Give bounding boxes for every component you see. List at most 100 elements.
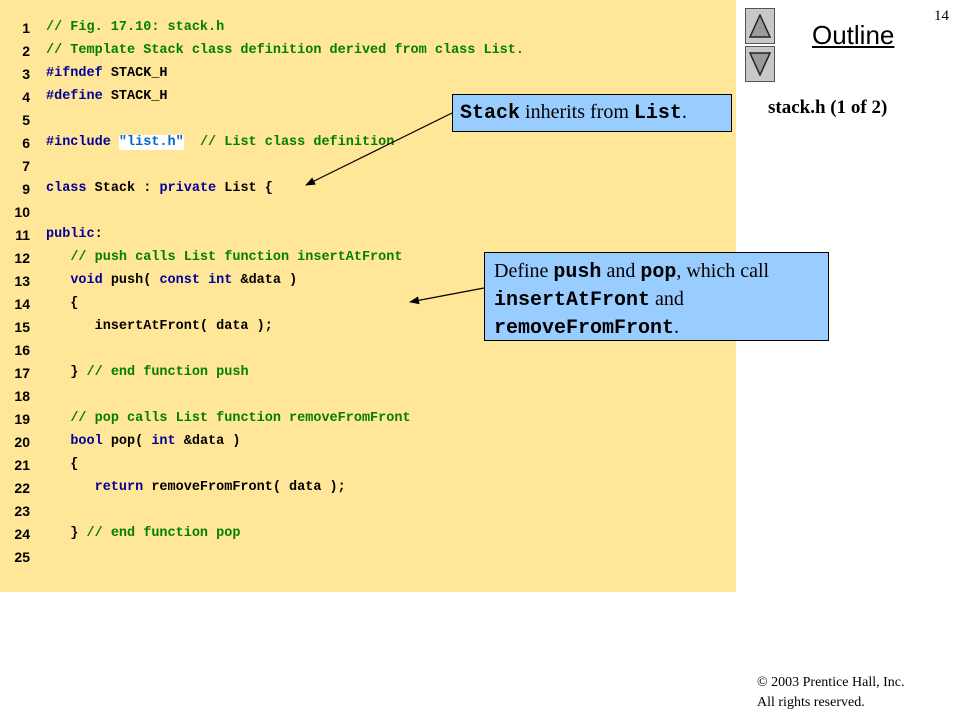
code-token: // Fig. 17.10: stack.h (46, 20, 225, 35)
copyright-notice: © 2003 Prentice Hall, Inc. All rights re… (757, 673, 905, 713)
code-token: pop( (102, 434, 152, 449)
line-number: 7 (22, 158, 30, 174)
line-number: 25 (14, 549, 30, 565)
code-text: #ifndef STACK_H (46, 64, 168, 84)
code-token: { (46, 296, 79, 311)
line-number: 13 (14, 273, 30, 289)
code-token: #define (46, 89, 103, 104)
code-token: "list.h" (118, 135, 184, 150)
code-text: bool pop( int &data ) (46, 432, 240, 452)
callout-code: Stack (460, 102, 521, 125)
slide-number: 14 (934, 8, 949, 24)
code-token: // Template Stack class definition deriv… (46, 43, 524, 58)
line-number: 18 (14, 388, 30, 404)
copyright-line: © 2003 Prentice Hall, Inc. (757, 675, 905, 690)
copyright-line: All rights reserved. (757, 695, 865, 710)
callout-code: insertAtFront (494, 289, 651, 312)
line-number: 11 (15, 227, 30, 243)
code-token: // push calls List function insertAtFron… (70, 250, 403, 265)
callout-text: and (650, 288, 684, 310)
line-number: 24 (14, 526, 30, 542)
code-token: &data ) (232, 273, 298, 288)
code-text: { (46, 294, 78, 314)
code-token: // List class definition (199, 135, 395, 150)
callout-code: push (553, 261, 602, 284)
line-number: 17 (14, 365, 30, 381)
callout-text: . (681, 101, 687, 123)
code-token: : (94, 227, 103, 242)
line-number: 12 (14, 250, 30, 266)
code-token: int (151, 434, 176, 449)
code-token: { (46, 457, 79, 472)
arrow-define-push-pop (409, 287, 485, 305)
callout-code: List (633, 102, 682, 125)
code-token: // end function pop (86, 526, 241, 541)
line-number: 19 (14, 411, 30, 427)
code-token: // end function push (86, 365, 249, 380)
line-number: 9 (22, 181, 30, 197)
file-label: stack.h (1 of 2) (768, 97, 888, 118)
code-token: insertAtFront( data ); (46, 319, 273, 334)
code-text: // Template Stack class definition deriv… (46, 41, 524, 61)
callout-text: and (601, 260, 641, 282)
code-token: #ifndef (46, 66, 103, 81)
code-text: void push( const int &data ) (46, 271, 297, 291)
callout-text: Define (494, 260, 554, 282)
code-text: insertAtFront( data ); (46, 317, 273, 337)
line-number: 5 (22, 112, 30, 128)
code-token: STACK_H (102, 89, 168, 104)
line-number: 3 (22, 66, 30, 82)
code-token: List { (216, 181, 273, 196)
code-token: return (94, 480, 144, 495)
callout-code: pop (640, 261, 677, 284)
code-text: // Fig. 17.10: stack.h (46, 18, 224, 38)
line-number: 15 (14, 319, 30, 335)
code-text: return removeFromFront( data ); (46, 478, 346, 498)
code-token: int (208, 273, 233, 288)
code-token: const (159, 273, 200, 288)
code-text: // pop calls List function removeFromFro… (46, 409, 411, 429)
line-number: 16 (14, 342, 30, 358)
code-text: { (46, 455, 78, 475)
code-token: #include (46, 135, 111, 150)
code-text: class Stack : private List { (46, 179, 273, 199)
line-number: 23 (14, 503, 30, 519)
code-token: class (46, 181, 87, 196)
callout-text: . (674, 316, 680, 338)
code-token: void (70, 273, 103, 288)
line-number: 22 (14, 480, 30, 496)
line-number: 20 (14, 434, 30, 450)
code-token: public (46, 227, 95, 242)
line-number: 10 (14, 204, 30, 220)
callout-stack-inherits: Stack inherits from List. (452, 94, 732, 132)
code-token: bool (70, 434, 103, 449)
line-number: 14 (14, 296, 30, 312)
outline-link[interactable]: Outline (812, 20, 895, 50)
code-token: push( (102, 273, 160, 288)
line-number: 1 (22, 20, 30, 36)
code-token: private (159, 181, 217, 196)
next-slide-button[interactable] (745, 46, 775, 82)
code-token: } (46, 526, 87, 541)
callout-define-push-pop: Define push and pop, which call insertAt… (484, 252, 829, 341)
code-text: #include "list.h" // List class definiti… (46, 133, 394, 153)
code-token: Stack : (86, 181, 160, 196)
code-text: #define STACK_H (46, 87, 168, 107)
code-text: } // end function pop (46, 524, 240, 544)
code-text: public: (46, 225, 103, 245)
triangle-down-icon (749, 52, 771, 76)
callout-code: removeFromFront (494, 317, 675, 340)
code-text: } // end function push (46, 363, 249, 383)
code-text: // push calls List function insertAtFron… (46, 248, 402, 268)
line-number: 2 (22, 43, 30, 59)
code-token: STACK_H (102, 66, 168, 81)
code-token: &data ) (175, 434, 241, 449)
callout-text: , which call (676, 260, 770, 282)
callout-text: inherits from (520, 101, 634, 123)
line-number: 21 (14, 457, 30, 473)
code-token: // pop calls List function removeFromFro… (70, 411, 411, 426)
code-token: } (46, 365, 87, 380)
previous-slide-button[interactable] (745, 8, 775, 44)
code-token: removeFromFront( data ); (143, 480, 346, 495)
